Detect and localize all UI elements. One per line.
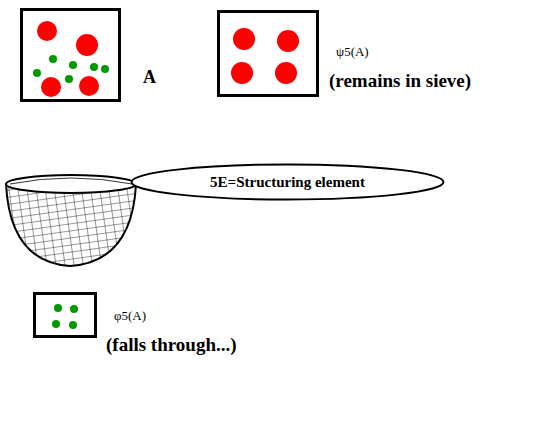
set-label: φ5(A): [114, 309, 146, 323]
image-box: ψ5(A)(remains in sieve): [217, 10, 319, 97]
caption-label: (falls through...): [106, 335, 237, 356]
particle-dots: [220, 13, 316, 94]
element-label: 5E=Structuring element: [210, 174, 365, 191]
set-label: ψ5(A): [336, 45, 369, 59]
image-box: A: [20, 8, 121, 102]
particle-dots: [36, 295, 94, 335]
structuring-element-ellipse: 5E=Structuring element: [130, 163, 445, 201]
particle-dots: [23, 11, 118, 99]
set-label: A: [143, 68, 156, 88]
caption-label: (remains in sieve): [329, 71, 471, 92]
image-box: φ5(A)(falls through...): [33, 292, 97, 338]
